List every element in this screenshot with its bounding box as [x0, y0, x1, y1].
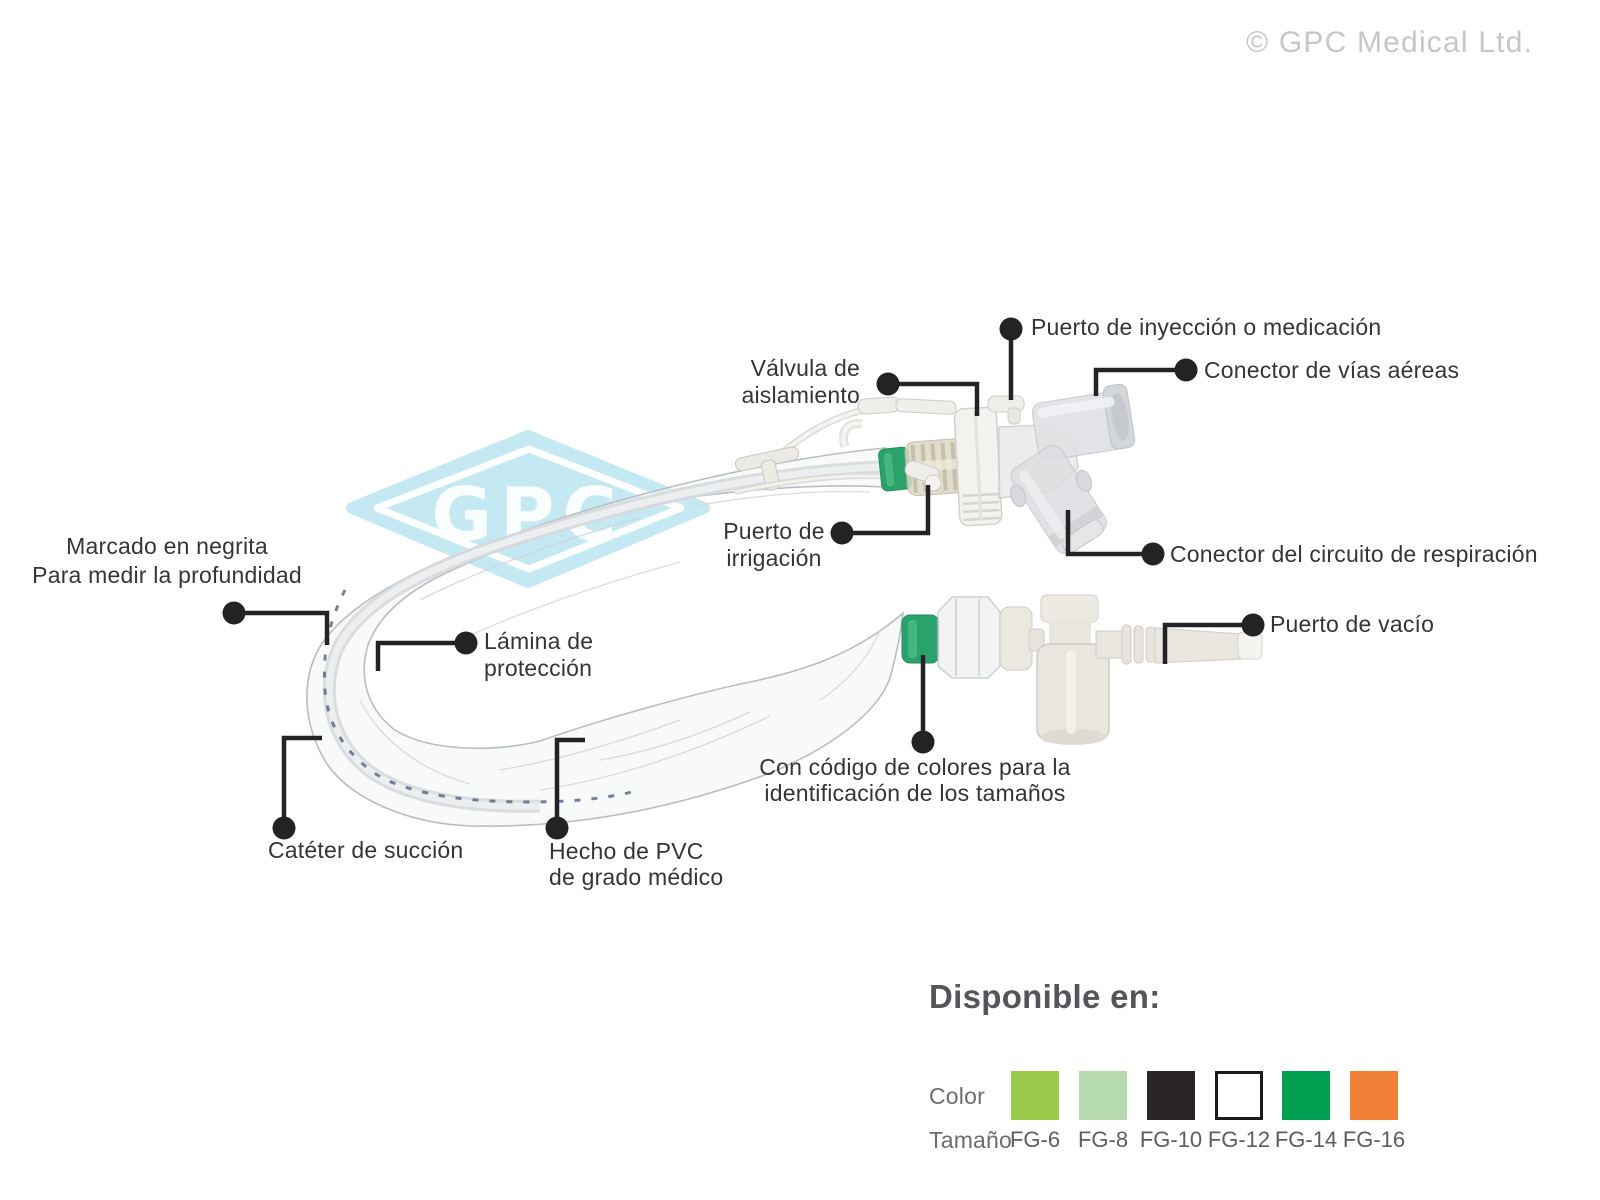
availability-title: Disponible en:	[929, 978, 1161, 1015]
size-label-fg-12: FG-12	[1207, 1127, 1271, 1152]
label-vacuum-port: Puerto de vacío	[1270, 611, 1434, 638]
label-irrigation-port: Puerto de irrigación	[704, 518, 844, 572]
thumb-valve	[1036, 594, 1110, 745]
label-line: Catéter de succión	[268, 837, 464, 863]
tube-segment	[895, 398, 957, 415]
label-line: Puerto de inyección o medicación	[1031, 314, 1382, 340]
clear-dome	[937, 596, 1001, 679]
label-line: protección	[484, 655, 593, 681]
label-line: aislamiento	[741, 382, 860, 408]
label-line: Conector de vías aéreas	[1204, 357, 1460, 383]
depth-marks	[322, 589, 641, 804]
size-collar-top	[878, 446, 913, 492]
isolation-valve-body	[904, 438, 970, 497]
copyright-watermark: © GPC Medical Ltd.	[1246, 26, 1534, 59]
protection-sleeve	[306, 447, 905, 827]
tube-elbow-highlight	[841, 421, 863, 448]
ring-collar	[999, 606, 1033, 671]
injection-port	[987, 395, 1025, 425]
label-line: Con código de colores para la	[759, 754, 1071, 780]
color-swatch-fg-14	[1282, 1071, 1330, 1120]
label-protection-sheet: Lámina de protección	[484, 628, 593, 682]
size-collar-bottom	[901, 614, 940, 664]
callout-dot	[1241, 613, 1265, 637]
color-swatch-fg-6	[1011, 1071, 1059, 1120]
label-line: irrigación	[726, 545, 822, 571]
stem-nub	[1028, 628, 1045, 652]
label-depth-marking: Marcado en negrita Para medir la profund…	[8, 532, 326, 590]
size-row-label: Tamaño	[929, 1127, 1013, 1153]
gpc-logo: GPC	[346, 430, 710, 588]
callout-dot	[1141, 542, 1165, 566]
color-swatch-fg-16	[1350, 1071, 1398, 1120]
label-line: Puerto de vacío	[1270, 611, 1435, 637]
color-swatch-fg-10	[1147, 1071, 1195, 1120]
breathing-circuit-connector	[1010, 445, 1107, 554]
callout-dot	[830, 521, 854, 545]
vacuum-port-stem	[1095, 624, 1263, 665]
sleeve-crinkles	[359, 490, 881, 791]
label-injection-port: Puerto de inyección o medicación	[1031, 314, 1381, 341]
size-label-fg-8: FG-8	[1077, 1127, 1129, 1152]
connector-lug	[1009, 484, 1027, 508]
airway-connector	[1031, 383, 1136, 461]
callout-dots	[222, 317, 1265, 840]
callout-dot	[454, 631, 478, 655]
callout-dot	[999, 317, 1023, 341]
label-line: Puerto de	[723, 518, 825, 544]
label-line: de grado médico	[549, 864, 724, 890]
sleeve-film	[306, 447, 905, 827]
label-line: Válvula de	[750, 355, 860, 381]
size-label-fg-16: FG-16	[1342, 1127, 1406, 1152]
size-label-fg-10: FG-10	[1139, 1127, 1203, 1152]
callout-dot	[1174, 358, 1198, 382]
label-breathing-circuit-connector: Conector del circuito de respiración	[1170, 541, 1538, 568]
color-row-label: Color	[929, 1083, 985, 1109]
callout-dot	[222, 601, 246, 625]
color-swatch-fg-12	[1215, 1071, 1263, 1120]
connector-lug	[1075, 469, 1093, 493]
label-line: identificación de los tamaños	[764, 780, 1066, 806]
callout-dot	[545, 816, 569, 840]
label-line: Marcado en negrita	[66, 533, 268, 559]
tube-cap	[857, 396, 901, 415]
callout-dot	[911, 730, 935, 754]
callout-dot	[876, 372, 900, 396]
label-line: Conector del circuito de respiración	[1170, 541, 1538, 567]
label-airway-connector: Conector de vías aéreas	[1204, 357, 1459, 384]
size-label-fg-6: FG-6	[1009, 1127, 1061, 1152]
label-line: Lámina de	[484, 628, 594, 654]
label-color-coding: Con código de colores para la identifica…	[737, 754, 1093, 806]
callout-dot	[272, 816, 296, 840]
label-isolation-valve: Válvula de aislamiento	[655, 355, 860, 409]
callout-lines	[243, 332, 1244, 818]
suction-catheter-tube-highlight	[325, 463, 881, 810]
label-line: Hecho de PVC	[549, 838, 704, 864]
label-line: Para medir la profundidad	[32, 562, 302, 588]
patient-end-assembly	[734, 383, 1136, 554]
label-medical-pvc: Hecho de PVC de grado médico	[549, 838, 723, 890]
vacuum-valve-assembly	[901, 594, 1263, 745]
label-suction-catheter: Catéter de succión	[268, 837, 463, 864]
color-swatch-fg-8	[1079, 1071, 1127, 1120]
valve-flange	[953, 406, 1003, 527]
size-label-fg-14: FG-14	[1274, 1127, 1338, 1152]
